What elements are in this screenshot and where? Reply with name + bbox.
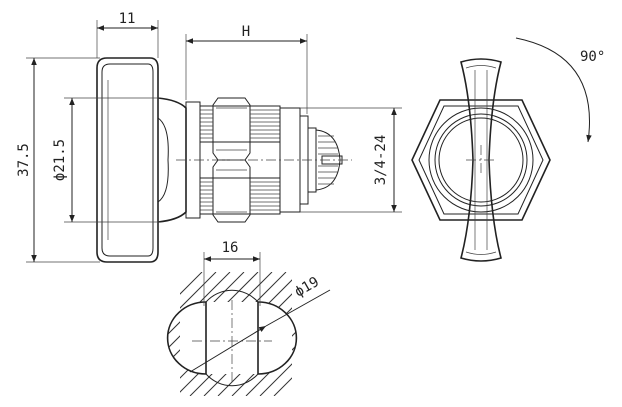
width-top-label: 11 (119, 11, 136, 27)
cutout-diameter-label: ϕ19 (292, 274, 322, 301)
thread-size-label: 3/4-24 (373, 135, 389, 186)
side-view (96, 57, 352, 263)
rotation-label: 90° (580, 49, 605, 65)
height-total-label: 37.5 (16, 143, 32, 177)
dimension-thread-size: 3/4-24 (300, 107, 402, 213)
dimension-width-top: 11 (96, 11, 159, 58)
dimension-knob-diameter: ϕ21.5 (52, 97, 160, 223)
rotation-indicator: 90° (515, 37, 605, 143)
dimension-cutout-width: 16 (203, 240, 261, 306)
cutout-width-label: 16 (222, 240, 239, 256)
knob-diameter-label: ϕ21.5 (52, 139, 68, 181)
panel-cutout (166, 272, 298, 396)
dimension-height-total: 37.5 (16, 57, 100, 263)
front-view (411, 58, 551, 262)
length-h-label: H (242, 24, 250, 40)
dimension-length-h: H (185, 24, 308, 114)
